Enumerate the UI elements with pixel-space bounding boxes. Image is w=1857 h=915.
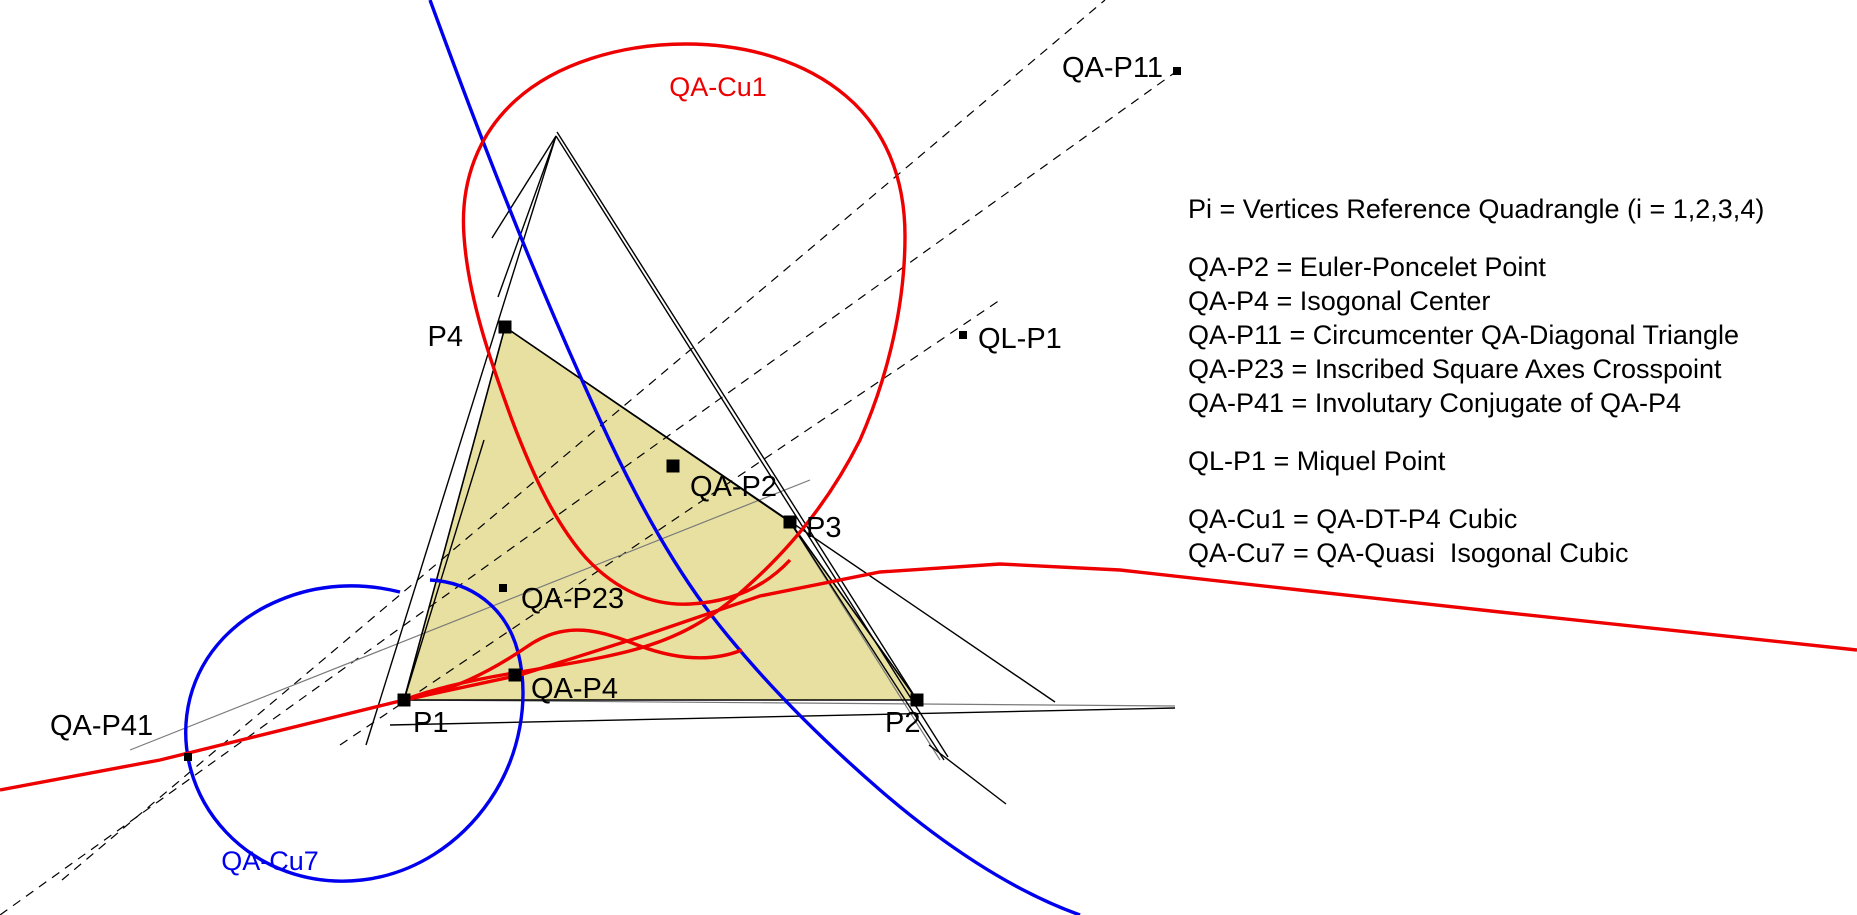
dashed-line <box>339 299 1001 746</box>
point-label-ql-p1: QL-P1 <box>978 323 1062 355</box>
legend-line-qa-points: QA-P2 = Euler-Poncelet Point <box>1188 252 1546 282</box>
point-qa-p2: QA-P2 <box>666 459 777 503</box>
thin-line <box>491 135 557 239</box>
point-p4: P4 <box>428 320 512 353</box>
thin-line <box>928 744 1007 805</box>
legend-line-vertices: Pi = Vertices Reference Quadrangle (i = … <box>1188 194 1764 224</box>
point-label-p3: P3 <box>806 512 841 544</box>
qa-cu1-branch <box>403 42 907 702</box>
dashed-line <box>0 70 1178 915</box>
point-qa-p4: QA-P4 <box>508 668 618 705</box>
point-label-qa-p2: QA-P2 <box>690 471 777 503</box>
dashed-construction-lines <box>0 0 1178 915</box>
point-marker-qa-p11 <box>1173 67 1181 75</box>
qa-cu7-branch <box>428 0 1081 915</box>
point-ql-p1: QL-P1 <box>959 323 1062 355</box>
point-marker-qa-p41 <box>184 753 192 761</box>
point-marker-qa-p23 <box>499 584 507 592</box>
qa-cu1-branch <box>403 628 743 702</box>
legend-block: Pi = Vertices Reference Quadrangle (i = … <box>1188 194 1764 568</box>
point-qa-p23: QA-P23 <box>499 583 624 615</box>
curve-label-qa-cu1: QA-Cu1 <box>669 72 767 102</box>
reference-quadrangle-fill <box>404 327 917 700</box>
dashed-line <box>61 0 1106 881</box>
qa-cu1-branch <box>0 562 1857 792</box>
point-marker-p2 <box>910 693 924 707</box>
point-label-qa-p4: QA-P4 <box>531 673 618 705</box>
point-p1: P1 <box>397 693 448 739</box>
thin-line <box>497 135 557 298</box>
legend-line-ql-points: QL-P1 = Miquel Point <box>1188 446 1446 476</box>
thin-line <box>403 439 485 701</box>
point-marker-p3 <box>783 515 797 529</box>
point-marker-qa-p2 <box>666 459 680 473</box>
thin-line <box>556 131 918 701</box>
point-label-p1: P1 <box>413 707 448 739</box>
point-marker-ql-p1 <box>959 331 967 339</box>
point-marker-p4 <box>498 320 512 334</box>
gray-line <box>129 479 811 751</box>
point-p2: P2 <box>885 693 924 739</box>
qa-cu1-cubic <box>0 42 1857 792</box>
thin-line <box>365 135 557 746</box>
point-qa-p11: QA-P11 <box>1062 52 1181 84</box>
curve-label-qa-cu7: QA-Cu7 <box>221 846 319 876</box>
point-label-qa-p11: QA-P11 <box>1062 52 1163 84</box>
point-label-p4: P4 <box>428 321 463 353</box>
point-label-qa-p41: QA-P41 <box>50 710 153 742</box>
point-qa-p41: QA-P41 <box>50 710 192 761</box>
thin-line <box>389 707 1176 726</box>
thin-line <box>555 135 949 758</box>
point-p3: P3 <box>783 512 841 544</box>
legend-line-cubics: QA-Cu1 = QA-DT-P4 Cubic <box>1188 504 1517 534</box>
point-marker-qa-p4 <box>508 668 522 682</box>
legend-line-cubics: QA-Cu7 = QA-Quasi Isogonal Cubic <box>1188 538 1628 568</box>
thin-line <box>789 521 945 761</box>
legend-line-qa-points: QA-P41 = Involutary Conjugate of QA-P4 <box>1188 388 1681 418</box>
legend-line-qa-points: QA-P11 = Circumcenter QA-Diagonal Triang… <box>1188 320 1739 350</box>
legend-line-qa-points: QA-P4 = Isogonal Center <box>1188 286 1490 316</box>
point-marker-p1 <box>397 693 411 707</box>
point-label-qa-p23: QA-P23 <box>521 583 624 615</box>
point-label-p2: P2 <box>885 707 920 739</box>
legend-line-qa-points: QA-P23 = Inscribed Square Axes Crosspoin… <box>1188 354 1722 384</box>
